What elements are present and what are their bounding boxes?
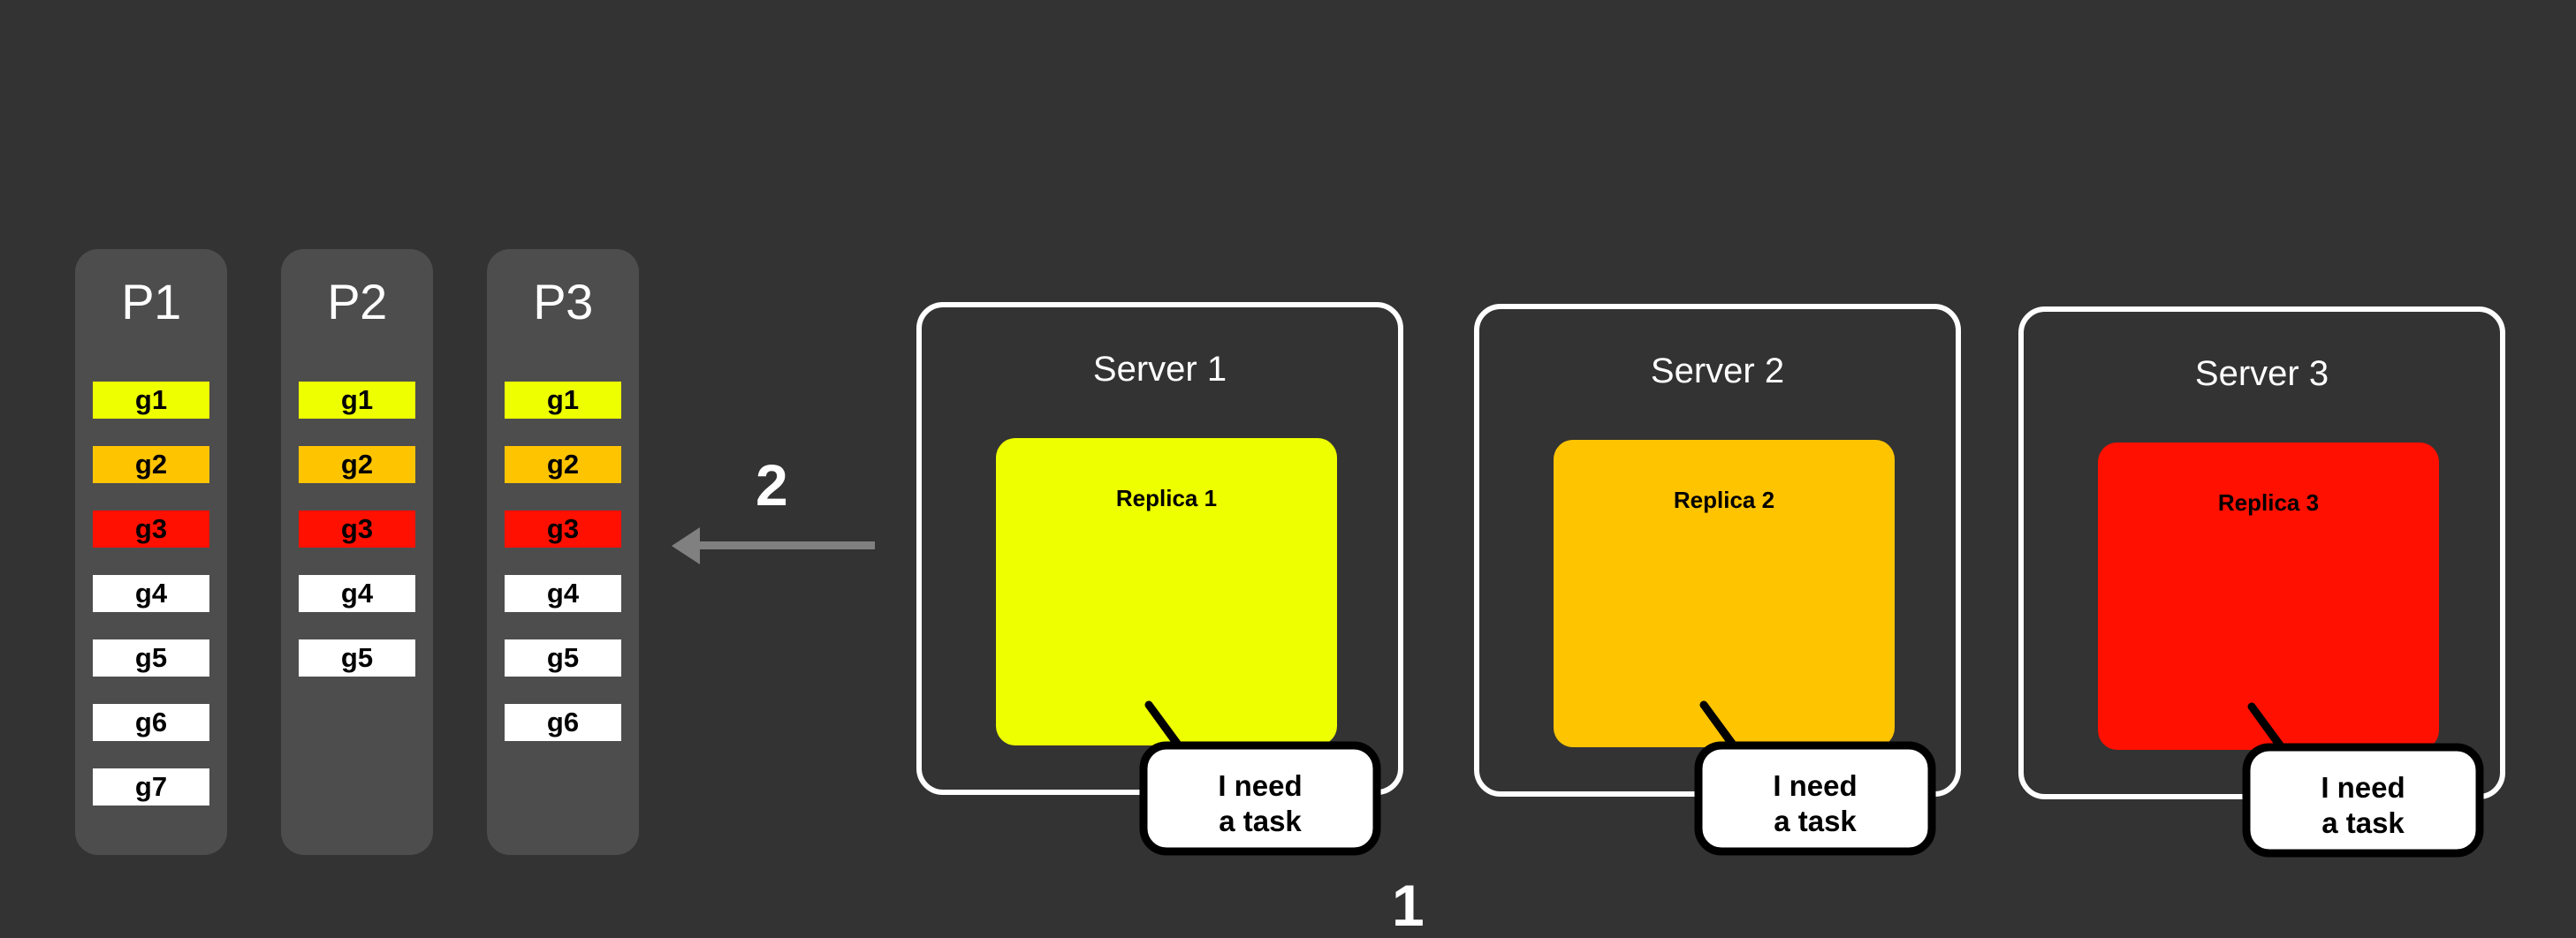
step-label-2: 2 [756,452,788,518]
server-title-1: Server 1 [1092,350,1227,389]
group-cell[interactable]: g4 [505,575,621,612]
group-cell[interactable]: g4 [299,575,415,612]
group-cell[interactable]: g5 [299,639,415,677]
partition-column-p1[interactable]: P1 g1 g2 g3 g4 g5 g6 g7 [75,249,227,855]
group-cell[interactable]: g6 [505,704,621,741]
server-title-2: Server 2 [1650,352,1785,390]
partition-title-p2: P2 [327,274,387,329]
group-cell[interactable]: g3 [505,511,621,548]
replica-label-2: Replica 2 [1673,487,1775,513]
server-box-1[interactable]: Server 1 Replica 1 [916,302,1403,795]
speech-bubble-text-3: I need a task [2243,770,2483,842]
bubble-line-2: a task [1219,805,1302,838]
speech-bubble-server-3[interactable]: I need a task [2242,702,2484,858]
arrow-shaft [698,541,875,549]
group-cell[interactable]: g2 [93,446,209,483]
step-label-1: 1 [1392,873,1425,938]
server-box-2[interactable]: Server 2 Replica 2 [1474,304,1961,797]
partition-column-p2[interactable]: P2 g1 g2 g3 g4 g5 [281,249,433,855]
group-cell[interactable]: g5 [505,639,621,677]
group-cell[interactable]: g6 [93,704,209,741]
speech-bubble-shape-icon [2242,702,2484,858]
group-cell[interactable]: g3 [93,511,209,548]
group-cell[interactable]: g1 [299,382,415,419]
speech-bubble-shape-icon [1694,700,1936,856]
group-cell[interactable]: g2 [505,446,621,483]
replica-box-3[interactable]: Replica 3 [2098,443,2439,750]
assign-arrow [672,526,875,565]
speech-bubble-text-2: I need a task [1695,768,1935,840]
server-box-3[interactable]: Server 3 Replica 3 [2018,306,2505,799]
server-title-3: Server 3 [2194,354,2329,393]
bubble-line-1: I need [2321,771,2405,804]
group-cell[interactable]: g1 [93,382,209,419]
partition-column-p3[interactable]: P3 g1 g2 g3 g4 g5 g6 [487,249,639,855]
speech-bubble-server-1[interactable]: I need a task [1139,700,1381,856]
group-cell[interactable]: g2 [299,446,415,483]
partition-title-p3: P3 [533,274,593,329]
group-cell[interactable]: g5 [93,639,209,677]
bubble-line-1: I need [1218,769,1303,802]
group-cell[interactable]: g3 [299,511,415,548]
bubble-line-2: a task [2321,806,2405,840]
replica-box-1[interactable]: Replica 1 [996,438,1337,745]
speech-bubble-server-2[interactable]: I need a task [1694,700,1936,856]
replica-box-2[interactable]: Replica 2 [1554,440,1895,747]
group-cell[interactable]: g7 [93,768,209,806]
group-cell[interactable]: g4 [93,575,209,612]
partition-title-p1: P1 [121,274,181,329]
group-cell[interactable]: g1 [505,382,621,419]
replica-label-1: Replica 1 [1115,485,1218,511]
bubble-line-1: I need [1773,769,1858,802]
replica-label-3: Replica 3 [2217,489,2320,516]
speech-bubble-shape-icon [1139,700,1381,856]
speech-bubble-text-1: I need a task [1140,768,1380,840]
bubble-line-2: a task [1774,805,1857,838]
arrow-head-icon [672,527,700,564]
